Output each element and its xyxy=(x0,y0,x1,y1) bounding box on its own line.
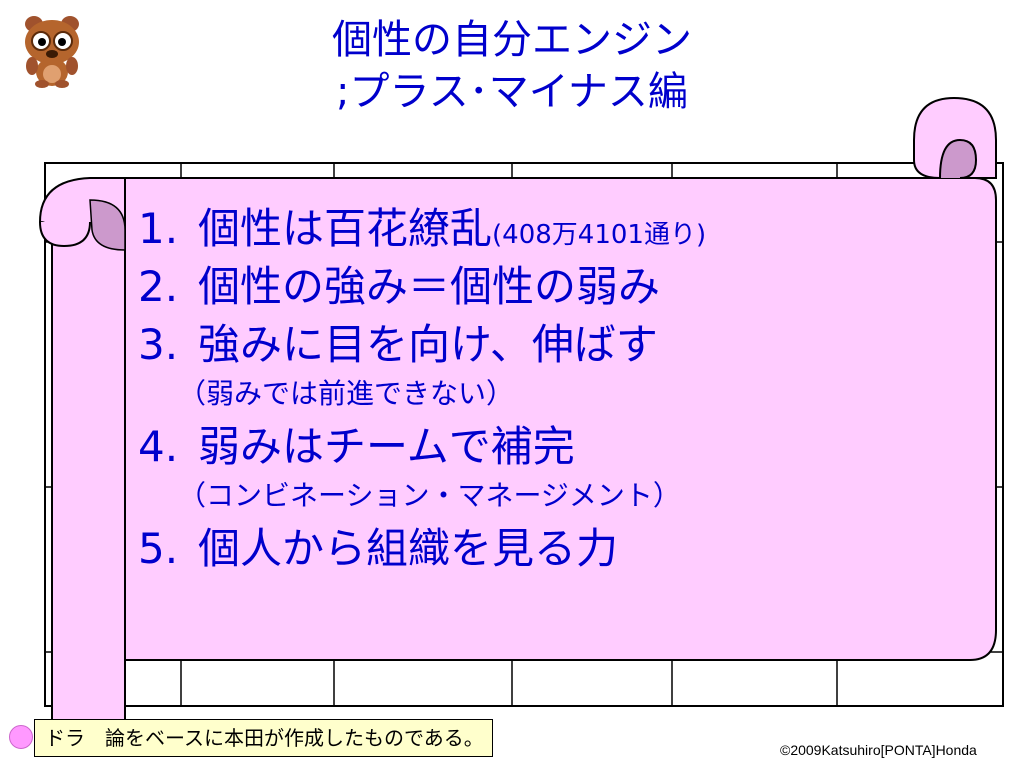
title-line-2: ;プラス･マイナス編 xyxy=(336,69,688,115)
copyright: ©2009Katsuhiro[PONTA]Honda xyxy=(780,742,977,758)
list-item-5: 5. 個人から組織を見る力 xyxy=(138,520,706,578)
item-number: 5. xyxy=(138,524,179,573)
item-number: 2. xyxy=(138,262,179,311)
item-text: 強みに目を向け、伸ばす xyxy=(198,320,658,369)
item-text: 個人から組織を見る力 xyxy=(198,524,619,573)
item-number: 4. xyxy=(138,422,179,471)
item-4-subtext: （コンビネーション・マネージメント） xyxy=(178,479,681,512)
footnote: ドラ 論をベースに本田が作成したものである。 xyxy=(34,719,493,757)
tanuki-mascot-icon xyxy=(25,16,79,88)
principle-list: 1. 個性は百花繚乱(408万4101通り) 2. 個性の強み＝個性の弱み 3. 強み… xyxy=(138,200,706,578)
list-item-3: 3. 強みに目を向け、伸ばす xyxy=(138,316,706,374)
item-text: 個性の強み＝個性の弱み xyxy=(198,262,661,311)
item-3-subtext: （弱みでは前進できない） xyxy=(178,377,515,410)
item-text: 個性は百花繚乱 xyxy=(198,204,493,253)
footnote-bullet-icon xyxy=(9,725,33,749)
list-item-2: 2. 個性の強み＝個性の弱み xyxy=(138,258,706,316)
list-item-1: 1. 個性は百花繚乱(408万4101通り) xyxy=(138,200,706,258)
title-line-1: 個性の自分エンジン xyxy=(332,17,692,63)
list-item-4: 4. 弱みはチームで補完 xyxy=(138,418,706,476)
item-number: 3. xyxy=(138,320,179,369)
item-note: (408万4101通り) xyxy=(492,220,707,250)
item-text: 弱みはチームで補完 xyxy=(198,422,575,471)
slide-title: 個性の自分エンジン ;プラス･マイナス編 xyxy=(0,14,1024,118)
item-number: 1. xyxy=(138,204,179,253)
